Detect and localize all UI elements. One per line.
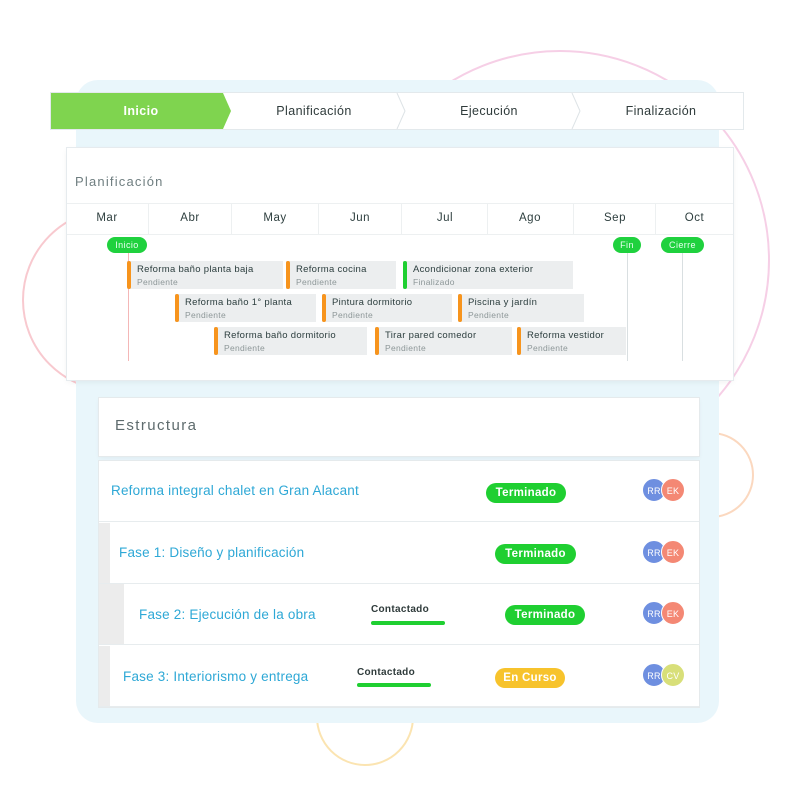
task-status: Finalizado	[413, 277, 455, 287]
structure-row-project[interactable]: Reforma integral chalet en Gran Alacant …	[99, 461, 699, 522]
task-name: Acondicionar zona exterior	[413, 264, 534, 275]
task-status: Pendiente	[185, 310, 226, 320]
step-inicio[interactable]: Inicio	[51, 93, 231, 129]
structure-row-phase-2[interactable]: Fase 2: Ejecución de la obra Contactado …	[99, 584, 699, 645]
task-name: Piscina y jardín	[468, 297, 538, 308]
status-badge: Terminado	[505, 605, 585, 625]
task-name: Reforma baño planta baja	[137, 264, 254, 275]
task-status: Pendiente	[527, 343, 568, 353]
task-status-bar	[517, 327, 521, 355]
contact-progress-bar	[357, 683, 431, 687]
avatar[interactable]: EK	[661, 478, 685, 502]
step-separator-icon	[571, 93, 581, 129]
month-label: Abr	[180, 212, 200, 224]
task-status: Pendiente	[468, 310, 509, 320]
task-name: Tirar pared comedor	[385, 330, 477, 341]
avatar[interactable]: CV	[661, 663, 685, 687]
estructura-title: Estructura	[115, 417, 198, 434]
task-name: Reforma vestidor	[527, 330, 605, 341]
step-planificacion[interactable]: Planificación	[229, 93, 399, 129]
task-status-bar	[175, 294, 179, 322]
step-finalizacion[interactable]: Finalización	[578, 93, 744, 129]
structure-row-phase-1[interactable]: Fase 1: Diseño y planificación Terminado…	[99, 523, 699, 584]
month-divider	[655, 204, 656, 234]
milestone-line	[627, 253, 628, 361]
month-divider	[231, 204, 232, 234]
month-label: May	[263, 212, 287, 224]
task-name: Reforma baño dormitorio	[224, 330, 336, 341]
month-divider	[487, 204, 488, 234]
indent-marker	[99, 646, 110, 706]
month-divider	[573, 204, 574, 234]
month-label: Mar	[96, 212, 118, 224]
month-header: Mar Abr May Jun Jul Ago Sep Oct	[67, 203, 733, 235]
row-title-link[interactable]: Fase 1: Diseño y planificación	[119, 545, 305, 560]
milestone-cierre[interactable]: Cierre	[661, 237, 704, 253]
row-title-link[interactable]: Fase 2: Ejecución de la obra	[139, 607, 316, 622]
step-label: Ejecución	[460, 104, 518, 118]
month-divider	[401, 204, 402, 234]
contact-progress-bar	[371, 621, 445, 625]
task-status: Pendiente	[224, 343, 265, 353]
task-status-bar	[214, 327, 218, 355]
row-title-link[interactable]: Fase 3: Interiorismo y entrega	[123, 669, 309, 684]
step-label: Planificación	[276, 104, 352, 118]
status-badge: Terminado	[486, 483, 566, 503]
gantt-task[interactable]: Reforma vestidor Pendiente	[517, 327, 626, 355]
milestone-inicio[interactable]: Inicio	[107, 237, 147, 253]
task-status: Pendiente	[137, 277, 178, 287]
project-steps-bar: Inicio Planificación Ejecución Finalizac…	[50, 92, 744, 130]
task-status: Pendiente	[332, 310, 373, 320]
gantt-task[interactable]: Pintura dormitorio Pendiente	[322, 294, 452, 322]
step-label: Finalización	[625, 104, 697, 118]
task-name: Reforma baño 1° planta	[185, 297, 293, 308]
step-label: Inicio	[123, 104, 159, 118]
contact-status-label: Contactado	[357, 667, 415, 678]
contact-status-label: Contactado	[371, 604, 429, 615]
row-title-link[interactable]: Reforma integral chalet en Gran Alacant	[111, 483, 359, 498]
step-separator-icon	[396, 93, 406, 129]
structure-list: Reforma integral chalet en Gran Alacant …	[99, 461, 699, 707]
task-name: Pintura dormitorio	[332, 297, 413, 308]
milestone-line	[682, 253, 683, 361]
step-ejecucion[interactable]: Ejecución	[403, 93, 575, 129]
gantt-task[interactable]: Acondicionar zona exterior Finalizado	[403, 261, 573, 289]
status-badge: En Curso	[495, 668, 565, 688]
task-status: Pendiente	[385, 343, 426, 353]
avatar[interactable]: EK	[661, 601, 685, 625]
month-label: Sep	[604, 212, 626, 224]
month-label: Jul	[436, 212, 454, 224]
month-divider	[318, 204, 319, 234]
estructura-header: Estructura	[99, 398, 699, 456]
indent-marker	[99, 584, 124, 644]
indent-marker	[99, 523, 110, 583]
month-label: Oct	[684, 212, 705, 224]
task-status-bar	[458, 294, 462, 322]
milestone-fin[interactable]: Fin	[613, 237, 641, 253]
task-status: Pendiente	[296, 277, 337, 287]
structure-row-phase-3[interactable]: Fase 3: Interiorismo y entrega Contactad…	[99, 646, 699, 707]
task-name: Reforma cocina	[296, 264, 367, 275]
gantt-task[interactable]: Reforma baño dormitorio Pendiente	[214, 327, 367, 355]
gantt-title: Planificación	[75, 174, 164, 189]
gantt-task[interactable]: Reforma cocina Pendiente	[286, 261, 396, 289]
task-status-bar	[403, 261, 407, 289]
task-status-bar	[375, 327, 379, 355]
month-label: Ago	[519, 212, 541, 224]
status-badge: Terminado	[495, 544, 576, 564]
task-status-bar	[127, 261, 131, 289]
gantt-task[interactable]: Reforma baño 1° planta Pendiente	[175, 294, 316, 322]
milestone-line	[128, 253, 129, 361]
gantt-task[interactable]: Piscina y jardín Pendiente	[458, 294, 584, 322]
month-divider	[148, 204, 149, 234]
task-status-bar	[322, 294, 326, 322]
gantt-task[interactable]: Tirar pared comedor Pendiente	[375, 327, 512, 355]
month-label: Jun	[349, 212, 371, 224]
task-status-bar	[286, 261, 290, 289]
gantt-task[interactable]: Reforma baño planta baja Pendiente	[127, 261, 283, 289]
gantt-card: Planificación Mar Abr May Jun Jul Ago Se…	[67, 148, 733, 380]
avatar[interactable]: EK	[661, 540, 685, 564]
